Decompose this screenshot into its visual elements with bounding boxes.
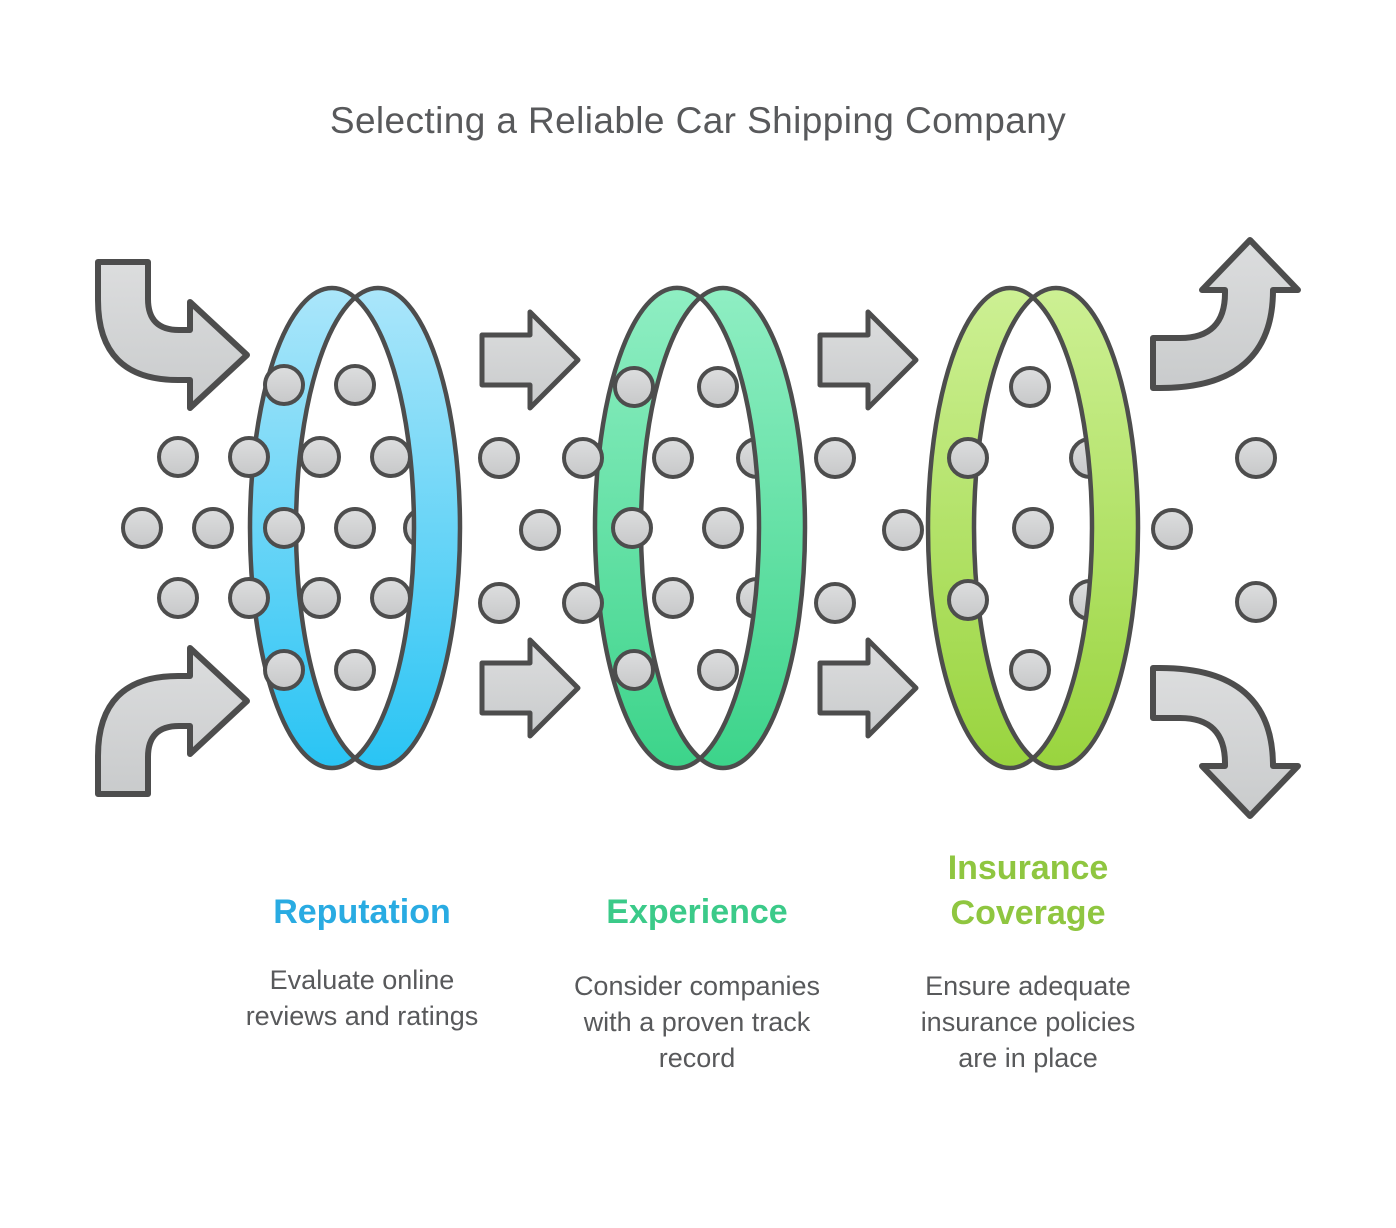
flow-dot	[1235, 437, 1277, 479]
page-title: Selecting a Reliable Car Shipping Compan…	[329, 100, 1067, 141]
flow-dot	[814, 582, 856, 624]
flow-dot	[370, 577, 412, 619]
right-arrow-icon	[479, 637, 581, 739]
flow-dot	[947, 437, 989, 479]
ring-experience	[592, 285, 808, 771]
flow-dot	[814, 437, 856, 479]
corner-arrows	[95, 237, 1301, 819]
diagram-shapes	[95, 237, 1301, 819]
dots-front-layer	[121, 364, 1277, 691]
flow-dot	[697, 366, 739, 408]
curved-arrow-bottom-right-icon	[1150, 665, 1301, 819]
flow-dot	[1009, 649, 1051, 691]
curved-arrow-top-left-icon	[95, 259, 250, 411]
flow-dot	[334, 507, 376, 549]
flow-dot	[1009, 366, 1051, 408]
curved-arrow-bottom-left-icon	[95, 645, 250, 797]
flow-dot	[652, 577, 694, 619]
flow-dot	[947, 579, 989, 621]
filter-rings	[247, 285, 1141, 771]
step-description-experience: Consider companies with a proven track r…	[573, 971, 821, 1073]
flow-dot	[192, 507, 234, 549]
flow-dot	[1235, 581, 1277, 623]
flow-dot	[299, 577, 341, 619]
flow-dot	[882, 509, 924, 551]
step-label-insurance: Insurance Coverage	[808, 846, 1248, 936]
flow-dot	[613, 649, 655, 691]
flow-dot	[613, 366, 655, 408]
flow-dot	[702, 507, 744, 549]
right-arrow-icon	[479, 309, 581, 411]
right-arrow-icon	[817, 309, 919, 411]
curved-arrow-top-right-icon	[1150, 237, 1301, 391]
step-label-experience: Experience	[606, 893, 788, 931]
flow-dot	[478, 437, 520, 479]
flow-dot	[263, 364, 305, 406]
flow-dot	[263, 649, 305, 691]
right-arrow-icon	[817, 637, 919, 739]
flow-dot	[263, 507, 305, 549]
flow-dot	[611, 507, 653, 549]
flow-dot	[370, 436, 412, 478]
flow-dot	[334, 364, 376, 406]
flow-dot	[562, 437, 604, 479]
flow-dot	[519, 509, 561, 551]
step-label-reputation: Reputation	[273, 893, 451, 931]
flow-dot	[157, 577, 199, 619]
step-label-insurance-line2: Coverage	[950, 894, 1106, 932]
flow-dot	[652, 437, 694, 479]
ring-insurance	[925, 285, 1141, 771]
flow-arrows	[479, 309, 919, 739]
flow-dot	[299, 436, 341, 478]
flow-dot	[1151, 508, 1193, 550]
ring-reputation	[247, 285, 463, 771]
flow-dot	[228, 436, 270, 478]
step-description-reputation: Evaluate online reviews and ratings	[245, 965, 479, 1031]
step-label-insurance-line1: Insurance	[947, 849, 1109, 887]
flow-dot	[228, 577, 270, 619]
flow-dot	[478, 582, 520, 624]
flow-dot	[562, 582, 604, 624]
flow-dot	[334, 649, 376, 691]
flow-dot	[1012, 507, 1054, 549]
flow-dot	[121, 507, 163, 549]
step-description-insurance: Ensure adequate insurance policies are i…	[920, 971, 1136, 1073]
flow-dot	[157, 436, 199, 478]
flow-dot	[697, 649, 739, 691]
